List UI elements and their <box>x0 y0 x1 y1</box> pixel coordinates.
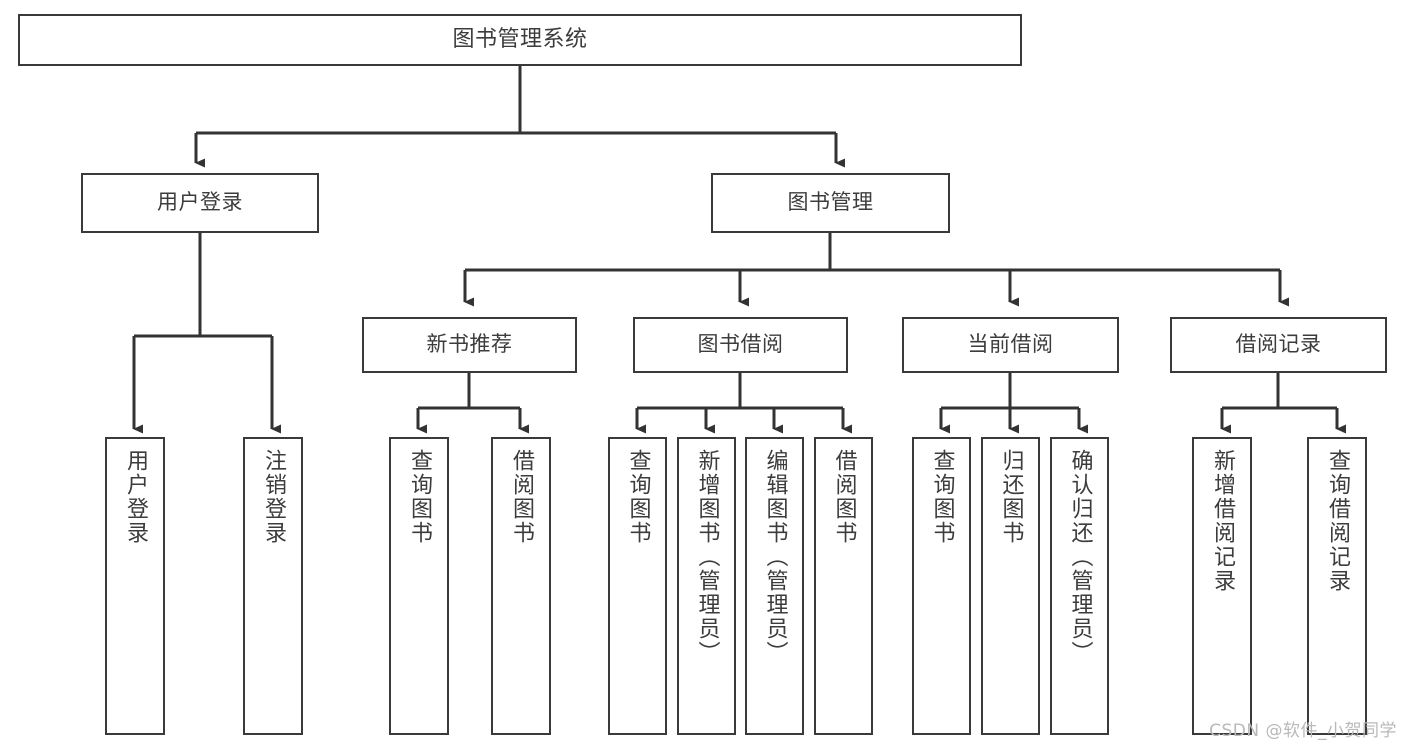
node-label: 查询图书 <box>625 449 651 545</box>
watermark: CSDN @软件_小贺同学 <box>1209 721 1397 741</box>
node-new-book-rec[interactable]: 新书推荐 <box>362 317 577 373</box>
leaf-add-book[interactable]: 新增图书（管理员） <box>677 437 736 735</box>
leaf-add-record[interactable]: 新增借阅记录 <box>1192 437 1252 735</box>
node-label: 用户登录 <box>157 190 243 215</box>
node-label: 查询图书 <box>929 449 955 545</box>
node-label: 图书管理 <box>787 190 874 215</box>
node-label: 借阅记录 <box>1235 332 1322 357</box>
leaf-query-book-3[interactable]: 查询图书 <box>912 437 971 735</box>
leaf-borrow-book-1[interactable]: 借阅图书 <box>491 437 551 735</box>
leaf-borrow-book-2[interactable]: 借阅图书 <box>814 437 873 735</box>
leaf-edit-book[interactable]: 编辑图书（管理员） <box>745 437 804 735</box>
node-label: 新书推荐 <box>426 332 513 357</box>
node-label: 借阅图书 <box>831 449 857 545</box>
node-book-manage[interactable]: 图书管理 <box>711 173 950 233</box>
node-label: 新增图书（管理员） <box>694 449 720 665</box>
node-label: 图书管理系统 <box>452 26 588 52</box>
leaf-query-record[interactable]: 查询借阅记录 <box>1307 437 1367 735</box>
leaf-query-book-2[interactable]: 查询图书 <box>608 437 667 735</box>
node-label: 当前借阅 <box>967 332 1054 357</box>
node-label: 编辑图书（管理员） <box>762 449 788 665</box>
leaf-user-login[interactable]: 用户登录 <box>105 437 165 735</box>
node-label: 查询借阅记录 <box>1325 449 1350 593</box>
leaf-user-logout[interactable]: 注销登录 <box>243 437 303 735</box>
node-label: 图书借阅 <box>697 332 784 357</box>
node-root[interactable]: 图书管理系统 <box>18 14 1022 66</box>
node-label: 归还图书 <box>998 449 1024 545</box>
node-label: 新增借阅记录 <box>1210 449 1235 593</box>
node-label: 用户登录 <box>123 449 148 545</box>
node-borrow-record[interactable]: 借阅记录 <box>1170 317 1387 373</box>
leaf-query-book-1[interactable]: 查询图书 <box>389 437 449 735</box>
node-user-login[interactable]: 用户登录 <box>81 173 319 233</box>
node-label: 注销登录 <box>261 449 286 545</box>
node-label: 查询图书 <box>407 449 432 545</box>
node-label: 确认归还（管理员） <box>1067 449 1093 665</box>
node-current-borrow[interactable]: 当前借阅 <box>902 317 1119 373</box>
node-label: 借阅图书 <box>509 449 534 545</box>
leaf-confirm-return[interactable]: 确认归还（管理员） <box>1050 437 1109 735</box>
node-book-borrow[interactable]: 图书借阅 <box>633 317 848 373</box>
leaf-return-book[interactable]: 归还图书 <box>981 437 1040 735</box>
